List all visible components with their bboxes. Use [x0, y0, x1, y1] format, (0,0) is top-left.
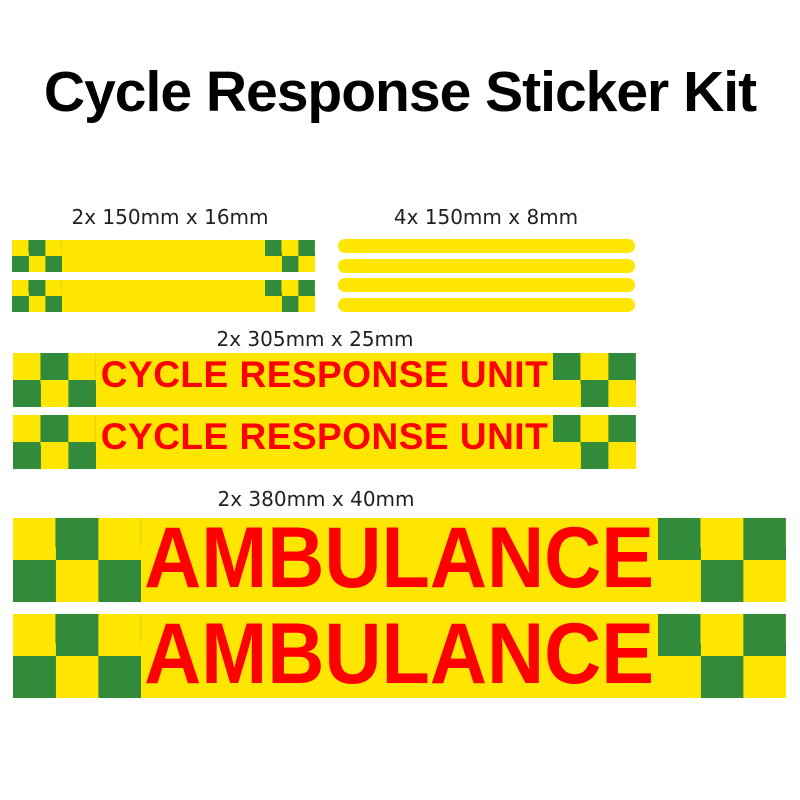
- ambulance-text: AMBULANCE: [144, 605, 655, 702]
- checker-left-pattern: [13, 353, 96, 407]
- sticker-ambulance-1: AMBULANCE: [13, 510, 786, 606]
- sticker-pill-150x8-3: [338, 278, 635, 292]
- checker-right-pattern: [553, 353, 636, 407]
- sticker-pill-150x8-2: [338, 259, 635, 273]
- sticker-ambulance-2: AMBULANCE: [13, 606, 786, 702]
- checker-right-pattern: [658, 518, 786, 602]
- cycle-response-text: CYCLE RESPONSE UNIT: [100, 416, 549, 457]
- checker-right-pattern: [265, 280, 315, 312]
- checker-right-pattern: [658, 614, 786, 698]
- sticker-cycle-response-2: CYCLE RESPONSE UNIT: [13, 415, 636, 469]
- checker-right-pattern: [553, 415, 636, 469]
- sticker-pill-150x8-4: [338, 298, 635, 312]
- size-label-305x25: 2x 305mm x 25mm: [216, 327, 414, 351]
- size-label-150x8: 4x 150mm x 8mm: [393, 205, 579, 229]
- size-label-150x16: 2x 150mm x 16mm: [71, 205, 269, 229]
- checker-left-pattern: [12, 240, 62, 272]
- checker-left-pattern: [13, 614, 141, 698]
- size-label-380x40: 2x 380mm x 40mm: [217, 487, 415, 511]
- checker-left-pattern: [12, 280, 62, 312]
- sticker-cycle-response-1: CYCLE RESPONSE UNIT: [13, 353, 636, 407]
- sticker-strip-150x16-1: [12, 240, 315, 272]
- checker-left-pattern: [13, 415, 96, 469]
- checker-right-pattern: [265, 240, 315, 272]
- checker-left-pattern: [13, 518, 141, 602]
- sticker-pill-150x8-1: [338, 239, 635, 253]
- ambulance-text: AMBULANCE: [144, 509, 655, 606]
- cycle-response-text: CYCLE RESPONSE UNIT: [100, 354, 549, 395]
- sticker-strip-150x16-2: [12, 280, 315, 312]
- page-title: Cycle Response Sticker Kit: [43, 60, 757, 124]
